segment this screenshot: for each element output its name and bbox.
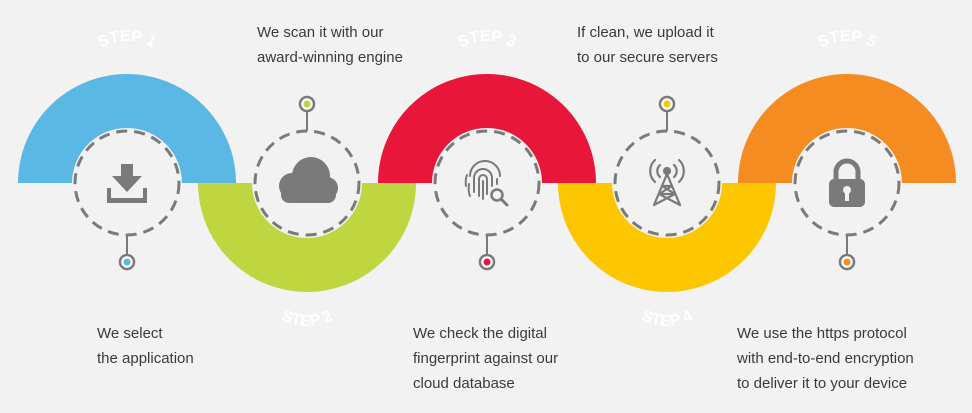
step-4-caption: If clean, we upload it to our secure ser…: [577, 24, 718, 66]
step-4-pin-dot: [663, 100, 671, 108]
step-1-arc: [18, 74, 236, 183]
step-2-arc: [198, 183, 416, 292]
padlock-icon: [829, 158, 865, 207]
step-2-label: STEP 2: [279, 308, 335, 331]
step-5-pin-dot: [843, 258, 851, 266]
step-1-label: STEP 1: [95, 28, 158, 51]
cloud-icon: [279, 157, 338, 203]
antenna-tower-icon: [649, 158, 685, 207]
step-3-caption: We check the digital fingerprint against…: [413, 325, 559, 392]
step-4-ring: [613, 129, 721, 237]
step-1-caption: We select the application: [97, 325, 194, 367]
step-2-caption: We scan it with our award-winning engine: [257, 24, 403, 66]
step-4-label: STEP 4: [639, 308, 695, 331]
step-5-arc: [738, 74, 956, 183]
step-1-pin-dot: [123, 258, 131, 266]
step-2-pin-dot: [303, 100, 311, 108]
step-5-caption: We use the https protocol with end-to-en…: [737, 325, 914, 392]
download-icon: [107, 164, 147, 203]
step-3-arc: [378, 74, 596, 183]
step-3-pin-dot: [483, 258, 491, 266]
step-4-arc: [558, 183, 776, 292]
fingerprint-search-icon: [464, 160, 509, 207]
step-5-label: STEP 5: [815, 28, 878, 51]
step-3-label: STEP 3: [455, 28, 518, 51]
